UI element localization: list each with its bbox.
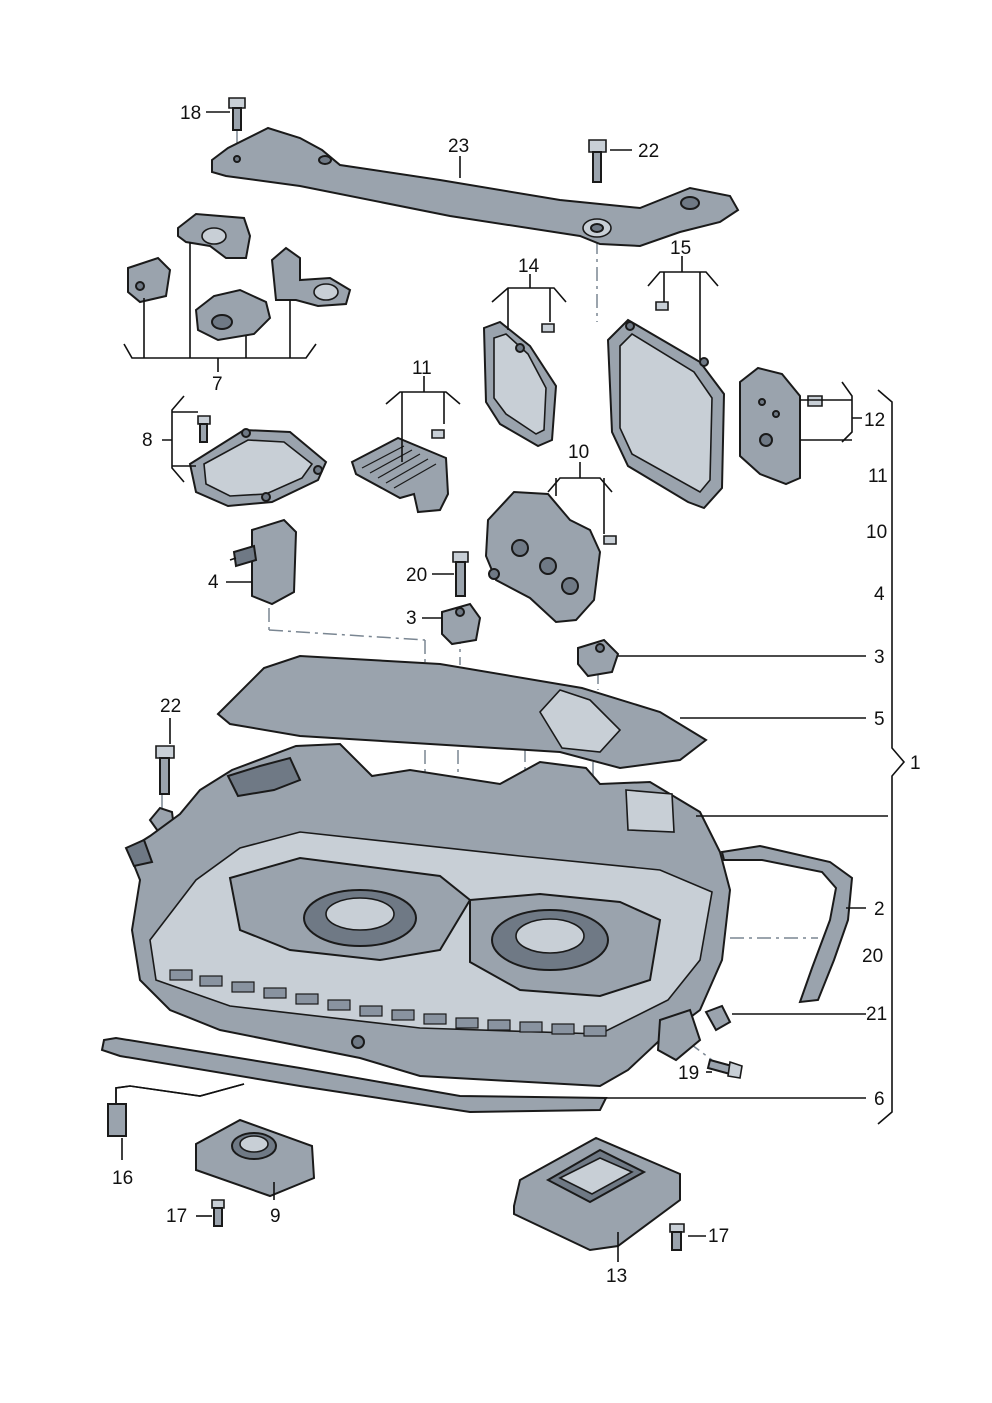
label-18: 18 xyxy=(180,103,201,124)
label-20-mid: 20 xyxy=(406,565,427,586)
part-1-headlight-housing xyxy=(124,742,732,1088)
label-14: 14 xyxy=(518,256,540,277)
part-18-bolt xyxy=(228,97,246,131)
part-9-ignitor xyxy=(195,1118,316,1227)
label-23: 23 xyxy=(448,136,469,157)
label-10-right: 10 xyxy=(866,522,887,543)
label-1: 1 xyxy=(910,753,921,774)
label-6: 6 xyxy=(874,1089,885,1110)
part-22-bolt-top xyxy=(588,139,607,183)
label-2: 2 xyxy=(874,899,885,920)
label-21: 21 xyxy=(866,1004,887,1025)
label-20-right: 20 xyxy=(862,946,883,967)
part-15-cover xyxy=(606,301,726,510)
label-22-left: 22 xyxy=(160,696,181,717)
part-number-labels: 18 23 22 15 14 7 11 12 8 10 11 10 20 4 4… xyxy=(112,103,921,1287)
part-13-control-unit xyxy=(513,1136,685,1252)
label-16: 16 xyxy=(112,1168,133,1189)
label-11-top: 11 xyxy=(412,358,432,379)
label-15: 15 xyxy=(670,238,691,259)
label-9: 9 xyxy=(270,1206,281,1227)
label-7: 7 xyxy=(212,374,223,395)
part-8-cover xyxy=(188,415,328,508)
label-5: 5 xyxy=(874,709,885,730)
label-11-right: 11 xyxy=(868,466,888,487)
part-14-cover xyxy=(482,320,558,448)
label-22-top: 22 xyxy=(638,141,659,162)
part-19-screw xyxy=(706,1058,743,1079)
label-4-right: 4 xyxy=(874,584,885,605)
label-8: 8 xyxy=(142,430,153,451)
part-3-clip-right xyxy=(577,638,620,678)
part-3-clip-left xyxy=(441,602,482,646)
part-5-top-cover xyxy=(216,654,708,770)
label-13: 13 xyxy=(606,1266,627,1287)
part-11-heatsink xyxy=(350,429,450,514)
part-2-seal xyxy=(720,844,854,1004)
label-19: 19 xyxy=(678,1063,699,1084)
part-12-cap xyxy=(739,366,823,486)
part-7-bracket-set xyxy=(127,212,352,342)
part-10-bracket-module xyxy=(484,490,617,624)
part-4-leveling-motor xyxy=(229,518,298,606)
label-12: 12 xyxy=(864,410,885,431)
part-23-support-bracket xyxy=(211,126,740,248)
label-17-left: 17 xyxy=(166,1206,187,1227)
leader-lines xyxy=(121,111,906,1262)
part-6-seal-strip xyxy=(100,1036,608,1114)
label-10-top: 10 xyxy=(568,442,589,463)
part-16-connector-cable xyxy=(107,1083,245,1137)
label-3-right: 3 xyxy=(874,647,885,668)
label-3-left: 3 xyxy=(406,608,417,629)
part-21-clip-nut xyxy=(704,1004,732,1032)
label-17-right: 17 xyxy=(708,1226,729,1247)
label-4-left: 4 xyxy=(208,572,219,593)
part-20-bolt xyxy=(452,551,469,597)
